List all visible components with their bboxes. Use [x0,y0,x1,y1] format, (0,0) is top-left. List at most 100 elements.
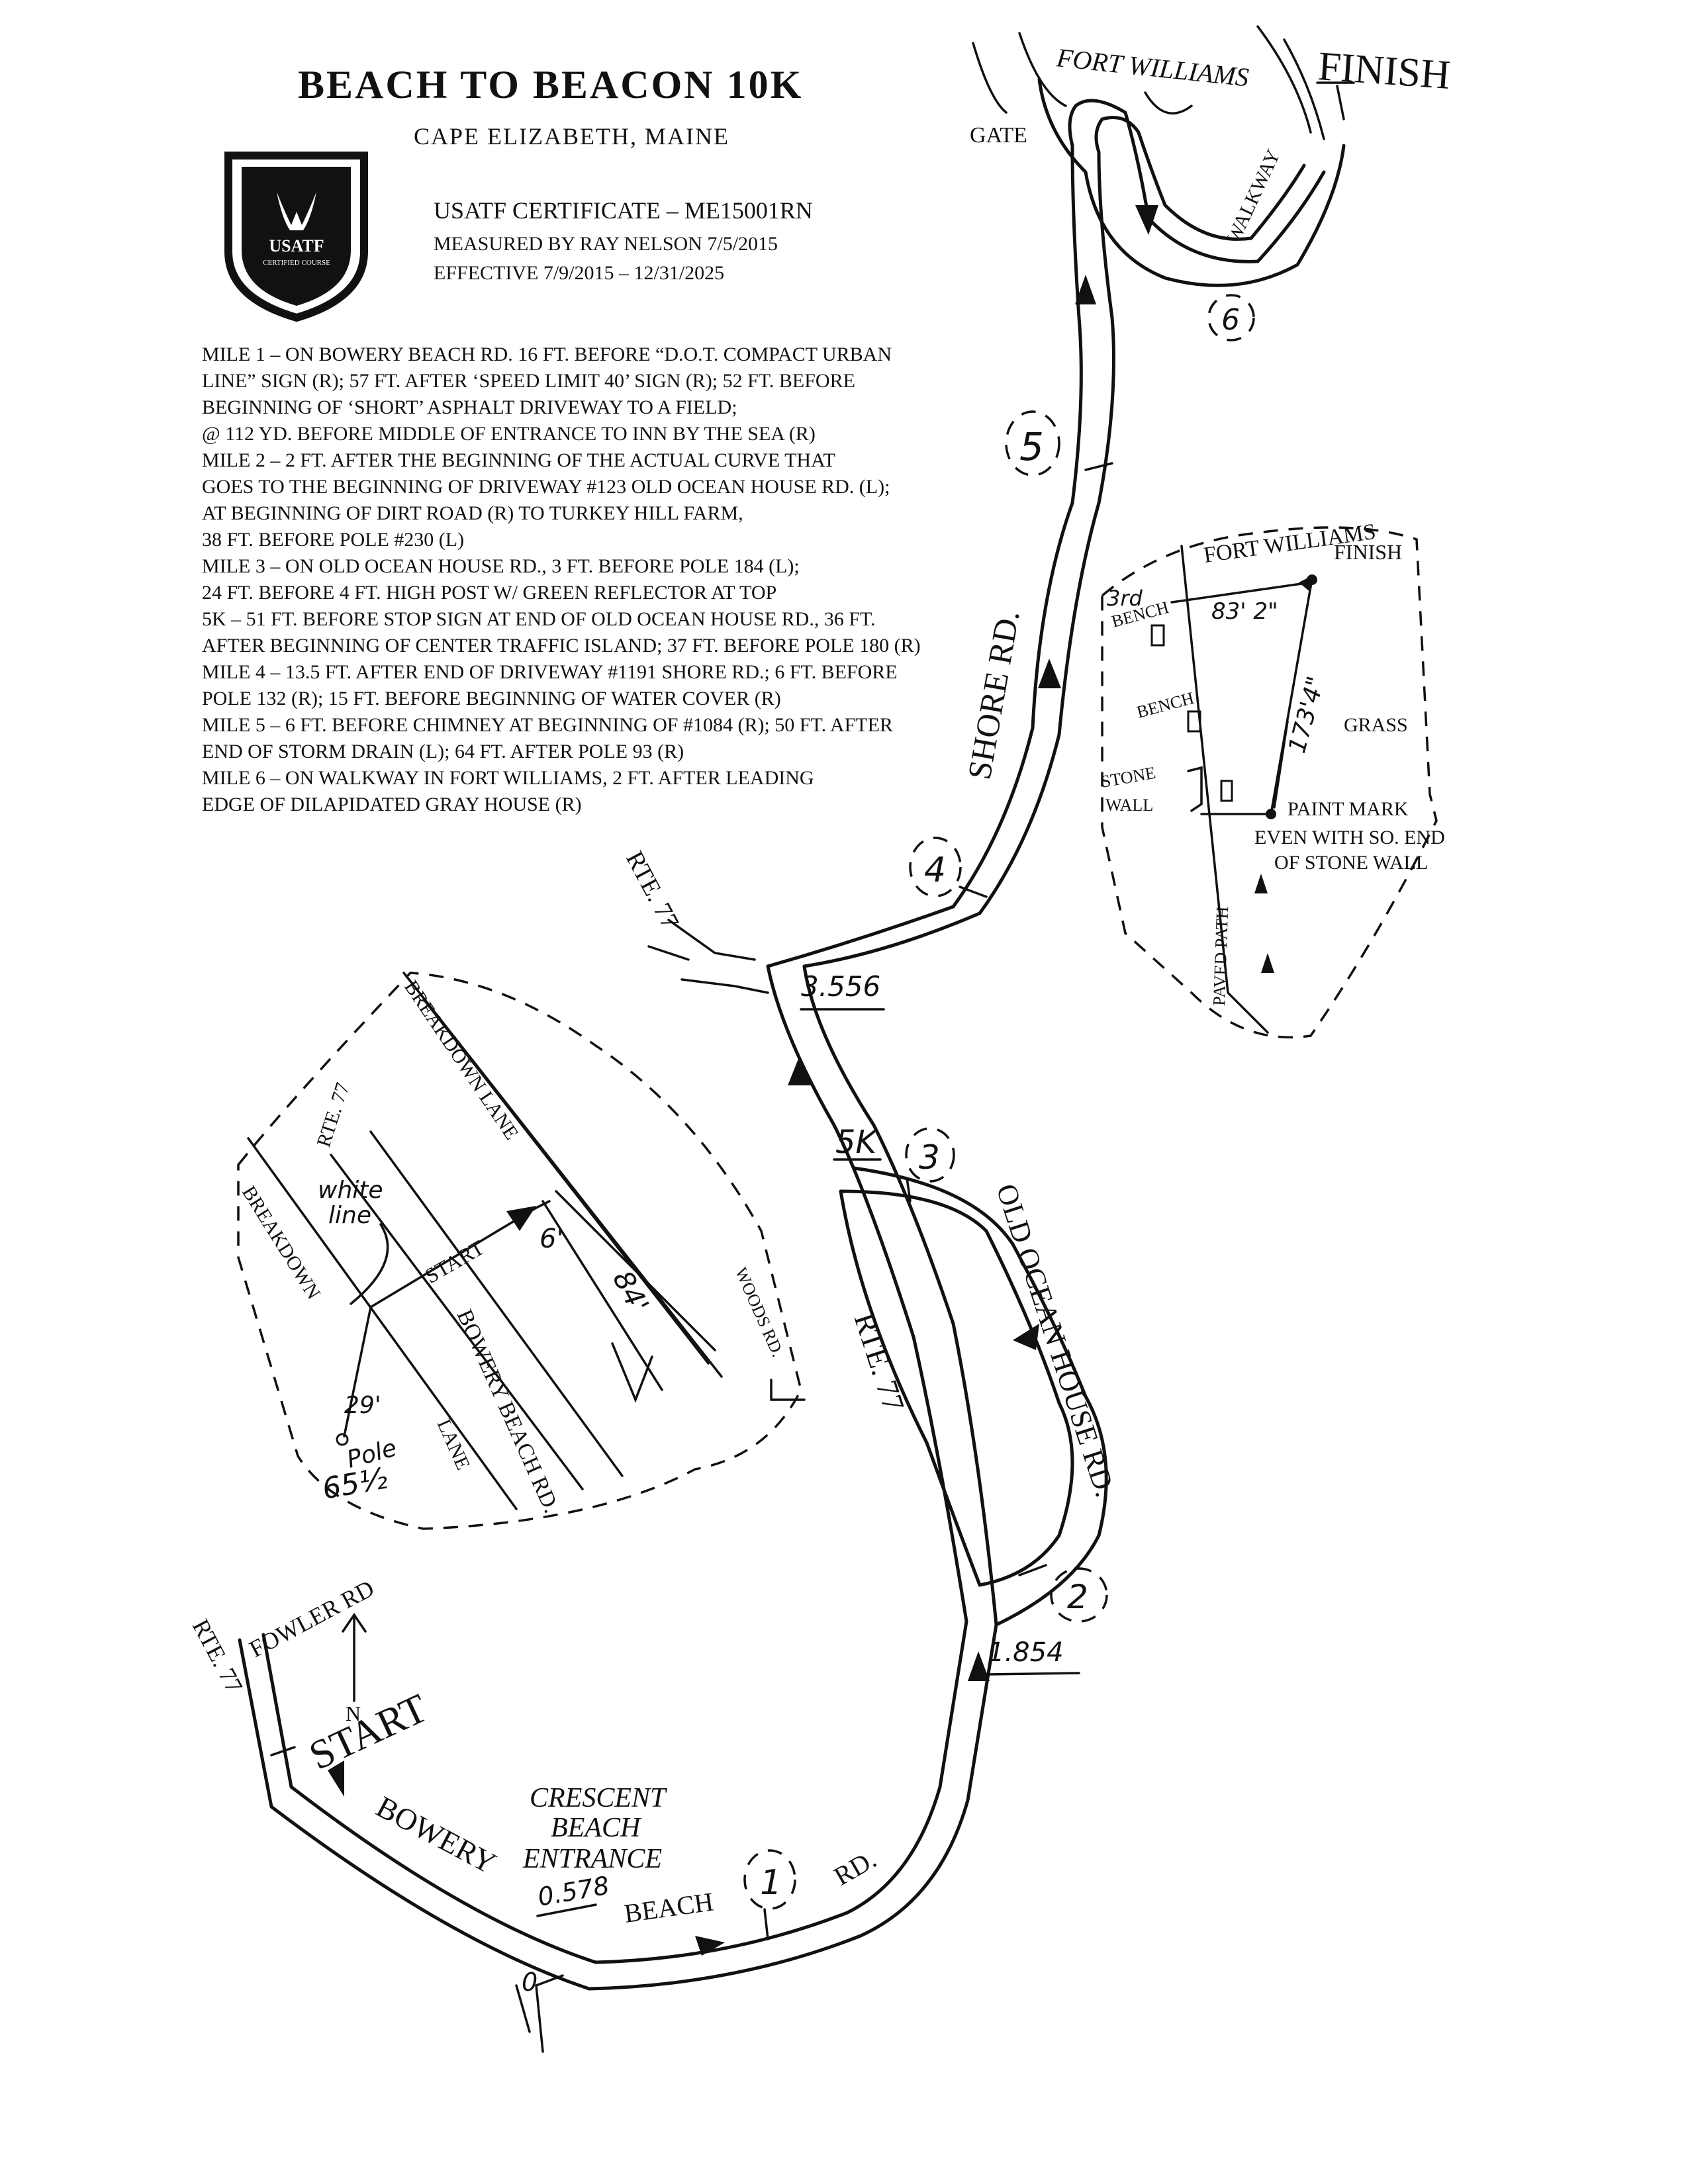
mile-number: 4 [924,850,946,890]
dist-83: 83' 2" [1211,598,1278,625]
mile-marker: 3 [905,1127,955,1183]
rte77-label: RTE. 77 [620,847,684,934]
white-line-label: line [328,1202,371,1229]
direction-arrow-icon [328,1760,344,1797]
note-line: MILE 1 – ON BOWERY BEACH RD. 16 FT. BEFO… [202,343,892,365]
direction-arrow-icon [1135,205,1158,235]
paint-mark-icon [1266,809,1276,819]
mile-marker: 6 [1207,294,1255,341]
logo-text: USATF [269,236,324,255]
mile-marker: 4 [909,837,962,897]
finish-point-icon [1307,574,1317,585]
rd-label: RD. [829,1844,881,1891]
mile-number: 2 [1067,1578,1088,1616]
rte77-south-label: RTE. 77 [847,1308,911,1415]
note-line: GOES TO THE BEGINNING OF DRIVEWAY #123 O… [202,476,890,498]
note-line: AFTER BEGINNING OF CENTER TRAFFIC ISLAND… [202,635,921,657]
direction-arrow-icon [1013,1324,1039,1350]
effective-dates: EFFECTIVE 7/9/2015 – 12/31/2025 [434,262,724,284]
pole-icon [336,1433,349,1446]
lane-label: LANE [433,1416,475,1473]
start-flag-icon [506,1206,536,1231]
measured-by: MEASURED BY RAY NELSON 7/5/2015 [434,233,778,255]
dist-84-label: 84' [606,1265,655,1318]
split-3556: 3.556 [801,970,880,1003]
paint-mark-label: PAINT MARK [1288,798,1409,820]
direction-arrow-icon [1075,275,1096,304]
note-line: MILE 5 – 6 FT. BEFORE CHIMNEY AT BEGINNI… [202,714,893,736]
pole-number: 65½ [320,1461,390,1506]
note-line: BEGINNING OF ‘SHORT’ ASPHALT DRIVEWAY TO… [202,396,737,418]
third-bench: 3rd [1107,586,1143,611]
certificate-number: USATF CERTIFICATE – ME15001RN [434,197,813,224]
note-line: AT BEGINNING OF DIRT ROAD (R) TO TURKEY … [202,502,743,524]
direction-arrow-icon [1261,953,1274,973]
paint-mark-label: EVEN WITH SO. END [1254,827,1445,848]
mile-number: 6 [1221,303,1240,337]
rte77-inset-label: RTE. 77 [312,1080,353,1150]
note-line: 5K – 51 FT. BEFORE STOP SIGN AT END OF O… [202,608,876,630]
grass-label: GRASS [1344,714,1408,736]
north-arrow-icon [342,1612,367,1702]
six-ft-label: 6' [539,1224,563,1254]
mile-number: 1 [760,1863,782,1903]
bench-icon [1220,780,1233,802]
note-line: MILE 3 – ON OLD OCEAN HOUSE RD., 3 FT. B… [202,555,800,577]
old-ocean-house-label: OLD OCEAN HOUSE RD. [990,1180,1121,1501]
paved-path-label: PAVED PATH [1209,906,1232,1006]
note-line: MILE 4 – 13.5 FT. AFTER END OF DRIVEWAY … [202,661,898,683]
breakdown-label: BREAKDOWN [238,1182,324,1303]
start-label: START [303,1686,434,1779]
bench-label: BENCH [1135,688,1196,722]
fowler-rd-label: FOWLER RD [245,1575,379,1662]
zero-label: 0 [522,1968,538,1997]
split-0578: 0.578 [536,1871,612,1912]
mile-marker: 1 [743,1849,796,1910]
gate-label: GATE [970,123,1027,148]
bench-icon [1187,710,1201,733]
mile-number: 3 [919,1138,940,1177]
mile-notes: MILE 1 – ON BOWERY BEACH RD. 16 FT. BEFO… [202,343,921,815]
usatf-logo: USATF CERTIFIED COURSE [224,152,368,322]
dist-173: 173'4" [1284,674,1330,756]
start-inset: BREAKDOWN LANE RTE. 77 white line BREAKD… [237,972,806,1530]
note-line: MILE 2 – 2 FT. AFTER THE BEGINNING OF TH… [202,449,835,471]
fort-williams-label: FORT WILLIAMS [1055,42,1250,92]
note-line: EDGE OF DILAPIDATED GRAY HOUSE (R) [202,794,582,815]
stone-wall-icon [1187,766,1203,812]
breakdown-lane-label: BREAKDOWN LANE [400,976,522,1144]
split-1854: 1.854 [988,1637,1064,1668]
note-line: 38 FT. BEFORE POLE #230 (L) [202,529,464,551]
note-line: @ 112 YD. BEFORE MIDDLE OF ENTRANCE TO I… [202,423,816,445]
bowery-beach-inset-label: BOWERY BEACH RD. [452,1306,564,1516]
direction-arrow-icon [1254,874,1268,893]
direction-arrow-icon [695,1936,725,1956]
mile-marker: 5 [1005,410,1060,477]
rte77-start-label: RTE. 77 [187,1615,248,1698]
stone-wall-label: WALL [1105,796,1153,815]
note-line: LINE” SIGN (R); 57 FT. AFTER ‘SPEED LIMI… [202,370,855,392]
beach-label: BEACH [622,1886,716,1928]
shore-rd-label: SHORE RD. [961,608,1027,782]
note-line: POLE 132 (R); 15 FT. BEFORE BEGINNING OF… [202,688,781,709]
bowery-label: BOWERY [371,1790,502,1880]
white-line-label: white [318,1177,383,1204]
direction-arrow-icon [968,1651,990,1681]
finish-inset: FORT WILLIAMS FINISH 3rd BENCH 83' 2" 17… [1100,520,1445,1039]
finish-label: FINISH [1317,44,1452,98]
direction-arrow-icon [788,1056,811,1085]
paint-mark-label: OF STONE WALL [1274,852,1428,874]
crescent-label: ENTRANCE [522,1844,662,1874]
bench-icon [1150,624,1165,647]
note-line: MILE 6 – ON WALKWAY IN FORT WILLIAMS, 2 … [202,767,814,789]
crescent-label: CRESCENT [530,1783,667,1813]
map-subtitle: CAPE ELIZABETH, MAINE [414,123,729,150]
direction-arrow-icon [1038,659,1061,688]
mile-marker: 2 [1050,1567,1108,1623]
dist-29-label: 29' [344,1392,381,1419]
stone-wall-label: STONE [1100,763,1157,792]
five-k-label: 5K [835,1124,879,1161]
walkway-label: WALKWAY [1222,146,1284,247]
north-label: N [346,1702,361,1725]
